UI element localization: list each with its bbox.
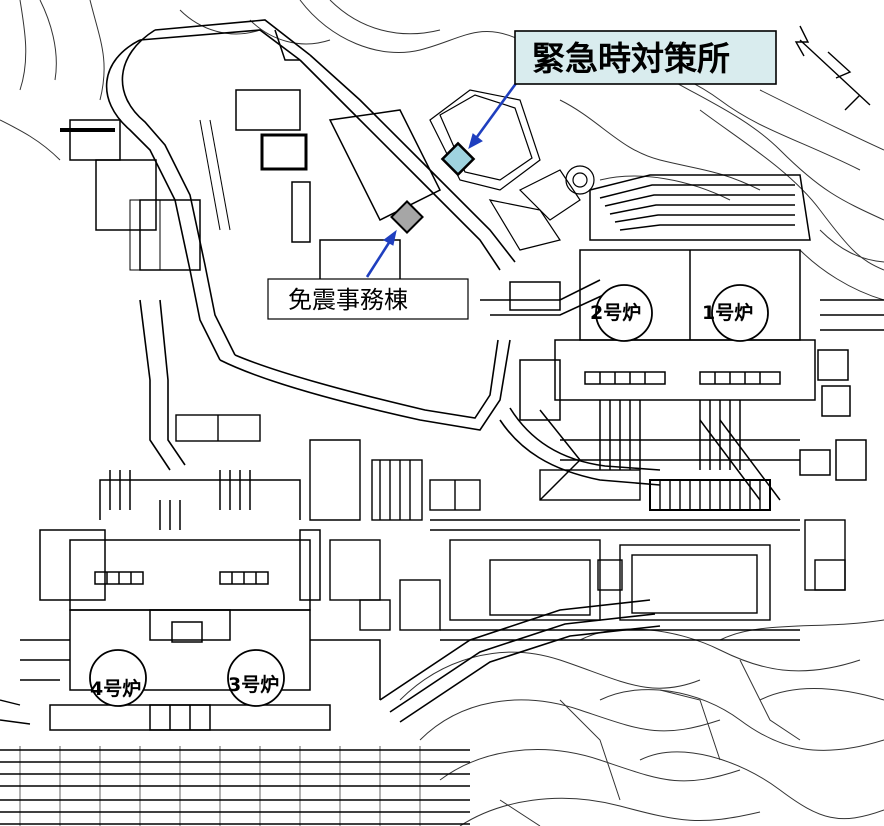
upper-left-structures [60, 29, 442, 281]
shoreline-lines [0, 699, 470, 826]
emergency-office-arrow [468, 81, 519, 150]
unit-3-label: 3号炉 [228, 673, 279, 696]
emergency-office-label: 緊急時対策所 [532, 39, 730, 78]
unit-2-dome [595, 284, 653, 342]
unit-1-label: 1号炉 [702, 301, 753, 324]
unit-4-dome [89, 649, 147, 707]
seismic-building-marker [390, 200, 424, 234]
unit-3-dome [227, 649, 285, 707]
reactor-domes [89, 284, 769, 707]
road-network [105, 19, 661, 723]
seismic-building-arrow [365, 229, 397, 278]
unit-2-label: 2号炉 [590, 301, 641, 324]
emergency-office-callout: 緊急時対策所 [514, 30, 777, 85]
central-facilities [175, 414, 846, 641]
unit-4-label: 4号炉 [90, 677, 141, 700]
unit-1-dome [711, 284, 769, 342]
emergency-office-marker [440, 141, 476, 177]
seismic-building-callout: 免震事務棟 [267, 278, 469, 320]
slope-structure-top [429, 89, 595, 251]
north-arrow-icon [794, 25, 871, 111]
units-3-4-complex [20, 470, 381, 731]
seismic-building-label: 免震事務棟 [288, 286, 408, 314]
